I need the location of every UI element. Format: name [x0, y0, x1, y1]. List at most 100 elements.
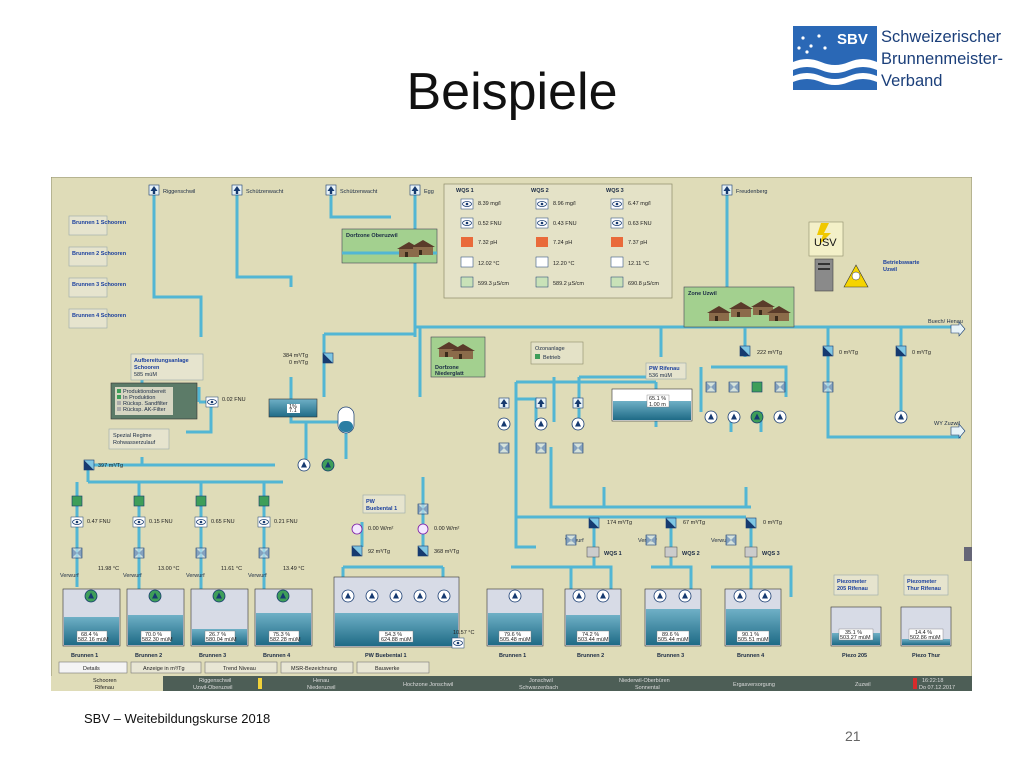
ozone-well-4[interactable]: 90.1 % 505.51 müM Brunnen 4 [724, 588, 782, 659]
tab-ergasversorgung[interactable]: Ergasversorgung [733, 682, 775, 688]
pw-rifenau-tank[interactable]: 65.1 % 1.00 m [611, 388, 693, 422]
svg-text:Henau: Henau [313, 678, 329, 684]
svg-text:Schooren: Schooren [93, 678, 117, 684]
tab-hochzone-jonschwil[interactable]: Hochzone Jonschwil [403, 682, 453, 688]
svg-text:90.1 %: 90.1 % [742, 632, 759, 638]
outlet-schuetzenwacht-2[interactable]: Schützenwacht [325, 184, 378, 196]
tab-zuzwil[interactable]: Zuzwil [855, 682, 871, 688]
well-tank-4[interactable]: 75.3 % 582.28 müM Brunnen 4 [254, 588, 313, 659]
wqs-station-1[interactable]: WQS 1 [565, 534, 622, 558]
svg-text:WQS 1: WQS 1 [456, 188, 474, 194]
usv-indicator[interactable]: USV [808, 221, 844, 257]
svg-text:13.49 °C: 13.49 °C [283, 566, 304, 572]
svg-text:Brunnen 1 Schooren: Brunnen 1 Schooren [72, 220, 127, 226]
svg-text:Brunnen 2: Brunnen 2 [135, 653, 162, 659]
valve-buebental-1[interactable]: 92 m³/Tg [351, 545, 390, 557]
svg-text:Bauwerke: Bauwerke [375, 666, 399, 672]
svg-text:Ozonanlage: Ozonanlage [535, 346, 565, 352]
alarm-indicator[interactable] [913, 678, 917, 689]
aufbereitung-title[interactable]: Aufbereitungsanlage Schooren 585 müM [130, 353, 204, 381]
ozonanlage-box[interactable]: Ozonanlage Betrieb [530, 341, 584, 365]
small-reservoir[interactable]: 1% 7.1 [268, 398, 318, 418]
well-tank-1[interactable]: 68.4 % 582.16 müM Brunnen 1 [62, 588, 121, 659]
button-bauwerke[interactable]: Bauwerke [356, 661, 430, 674]
svg-text:Buech/ Henau: Buech/ Henau [928, 319, 963, 325]
svg-text:585 müM: 585 müM [134, 372, 157, 378]
button-details[interactable]: Details [58, 661, 128, 674]
side-scroll-handle[interactable] [964, 547, 972, 561]
svg-text:10.57 °C: 10.57 °C [453, 630, 474, 636]
piezo-thur[interactable]: Piezometer Thur Rifenau 14.4 % 502.86 mü… [900, 574, 952, 659]
outlet-wy-zuzwil[interactable]: WY Zuzwil [934, 421, 966, 439]
brunnen-box-3[interactable]: Brunnen 3 Schooren [68, 277, 127, 298]
svg-text:Brunnen 4: Brunnen 4 [737, 653, 765, 659]
svg-text:0.21 FNU: 0.21 FNU [274, 519, 298, 525]
wqs-station-3[interactable]: WQS 3 [725, 534, 780, 558]
button-anzeige[interactable]: Anzeige in m³/Tg [130, 661, 202, 674]
button-msr[interactable]: MSR-Bezeichnung [280, 661, 354, 674]
pw-buebental-tank[interactable]: 54.3 % 624.88 müM PW Buebental 1 [333, 576, 460, 659]
zone-oberuzwil[interactable]: Dorfzone Oberuzwil [341, 228, 438, 264]
brunnen-box-4[interactable]: Brunnen 4 Schooren [68, 308, 127, 329]
outlet-riggenschwil[interactable]: Riggenschwil [148, 184, 195, 196]
aufbereitung-plant[interactable]: Produktionsbereit In Produktion Rücksp. … [110, 382, 198, 420]
valve-right-pump[interactable] [894, 410, 908, 424]
wqs-column-3: WQS 3 6.47 mg/l 0.63 FNU 7.37 pH 12.11 °… [606, 188, 659, 288]
pw-rifenau-label[interactable]: PW Rifenau 536 müM [645, 362, 687, 380]
outlet-buech-henau[interactable]: Buech/ Henau [928, 319, 966, 337]
brunnen-box-2[interactable]: Brunnen 2 Schooren [68, 246, 127, 267]
piezo-205[interactable]: Piezometer 205 Rifenau 35.1 % 503.27 müM… [830, 574, 882, 659]
svg-text:502.86 müM: 502.86 müM [910, 635, 941, 641]
svg-text:1%: 1% [289, 404, 297, 410]
svg-text:Dorfzone: Dorfzone [435, 365, 459, 371]
svg-text:Brunnen 3: Brunnen 3 [199, 653, 226, 659]
outlet-schuetzenwacht-1[interactable]: Schützenwacht [231, 184, 284, 196]
svg-text:Freudenberg: Freudenberg [736, 189, 768, 195]
wqs-valve-1[interactable]: 174 m³/Tg [588, 517, 632, 529]
svg-text:Riggenschwil: Riggenschwil [199, 678, 231, 684]
svg-text:68.4 %: 68.4 % [81, 632, 98, 638]
main-flow-valve[interactable]: 397 m³/Tg [83, 459, 123, 471]
wqs-valve-2[interactable]: 67 m³/Tg [665, 517, 705, 529]
pw-buebental-label[interactable]: PW Buebental 1 [362, 494, 406, 514]
outlet-freudenberg[interactable]: Freudenberg [721, 184, 768, 196]
zone-niederglatt[interactable]: Dorfzone Niederglatt [430, 336, 486, 378]
spezial-regime[interactable]: Spezial Regime Rohwasserzulauf [108, 428, 170, 450]
svg-text:12.11 °C: 12.11 °C [628, 261, 649, 267]
zone-uzwil[interactable]: Zone Uzwil [683, 286, 795, 328]
outlet-egg[interactable]: Egg [409, 184, 434, 196]
valve-uzwil-222[interactable]: 222 m³/Tg [739, 345, 782, 357]
svg-text:Schwarzenbach: Schwarzenbach [519, 685, 558, 691]
worker-icon [843, 264, 869, 288]
valve-buebental-2[interactable]: 368 m³/Tg [417, 545, 459, 557]
ozone-well-3[interactable]: 89.6 % 505.44 müM Brunnen 3 [644, 588, 702, 659]
svg-text:WQS 2: WQS 2 [682, 551, 700, 557]
svg-text:0 m³/Tg: 0 m³/Tg [912, 350, 931, 356]
svg-text:0.63 FNU: 0.63 FNU [628, 221, 652, 227]
reservoir-pump-2[interactable] [321, 458, 335, 472]
valve-right-1[interactable]: 0 m³/Tg [822, 345, 858, 357]
wqs-valve-3[interactable]: 0 m³/Tg [745, 517, 782, 529]
valve-right-2[interactable]: 0 m³/Tg [895, 345, 931, 357]
valve-right-bowtie[interactable] [822, 381, 834, 393]
ozone-well-2[interactable]: 74.2 % 503.44 müM Brunnen 2 [564, 588, 622, 659]
reservoir-pump-1[interactable] [297, 458, 311, 472]
svg-text:Brunnen 4: Brunnen 4 [263, 653, 291, 659]
well-tank-2[interactable]: 70.0 % 582.30 müM Brunnen 2 [126, 588, 185, 659]
svg-text:Aufbereitungsanlage: Aufbereitungsanlage [134, 358, 189, 364]
ozone-well-1[interactable]: 79.6 % 505.48 müM Brunnen 1 [486, 588, 544, 659]
brunnen-box-1[interactable]: Brunnen 1 Schooren [68, 215, 127, 236]
svg-text:Piezometer: Piezometer [907, 579, 937, 585]
well-tank-3[interactable]: 26.7 % 580.04 müM Brunnen 3 [190, 588, 249, 659]
wqs-station-2[interactable]: WQS 2 [645, 534, 700, 558]
svg-text:12.02 °C: 12.02 °C [478, 261, 499, 267]
valve-buebental-3[interactable] [417, 503, 429, 515]
svg-text:Piezo Thur: Piezo Thur [912, 653, 941, 659]
button-trend-niveau[interactable]: Trend Niveau [204, 661, 278, 674]
